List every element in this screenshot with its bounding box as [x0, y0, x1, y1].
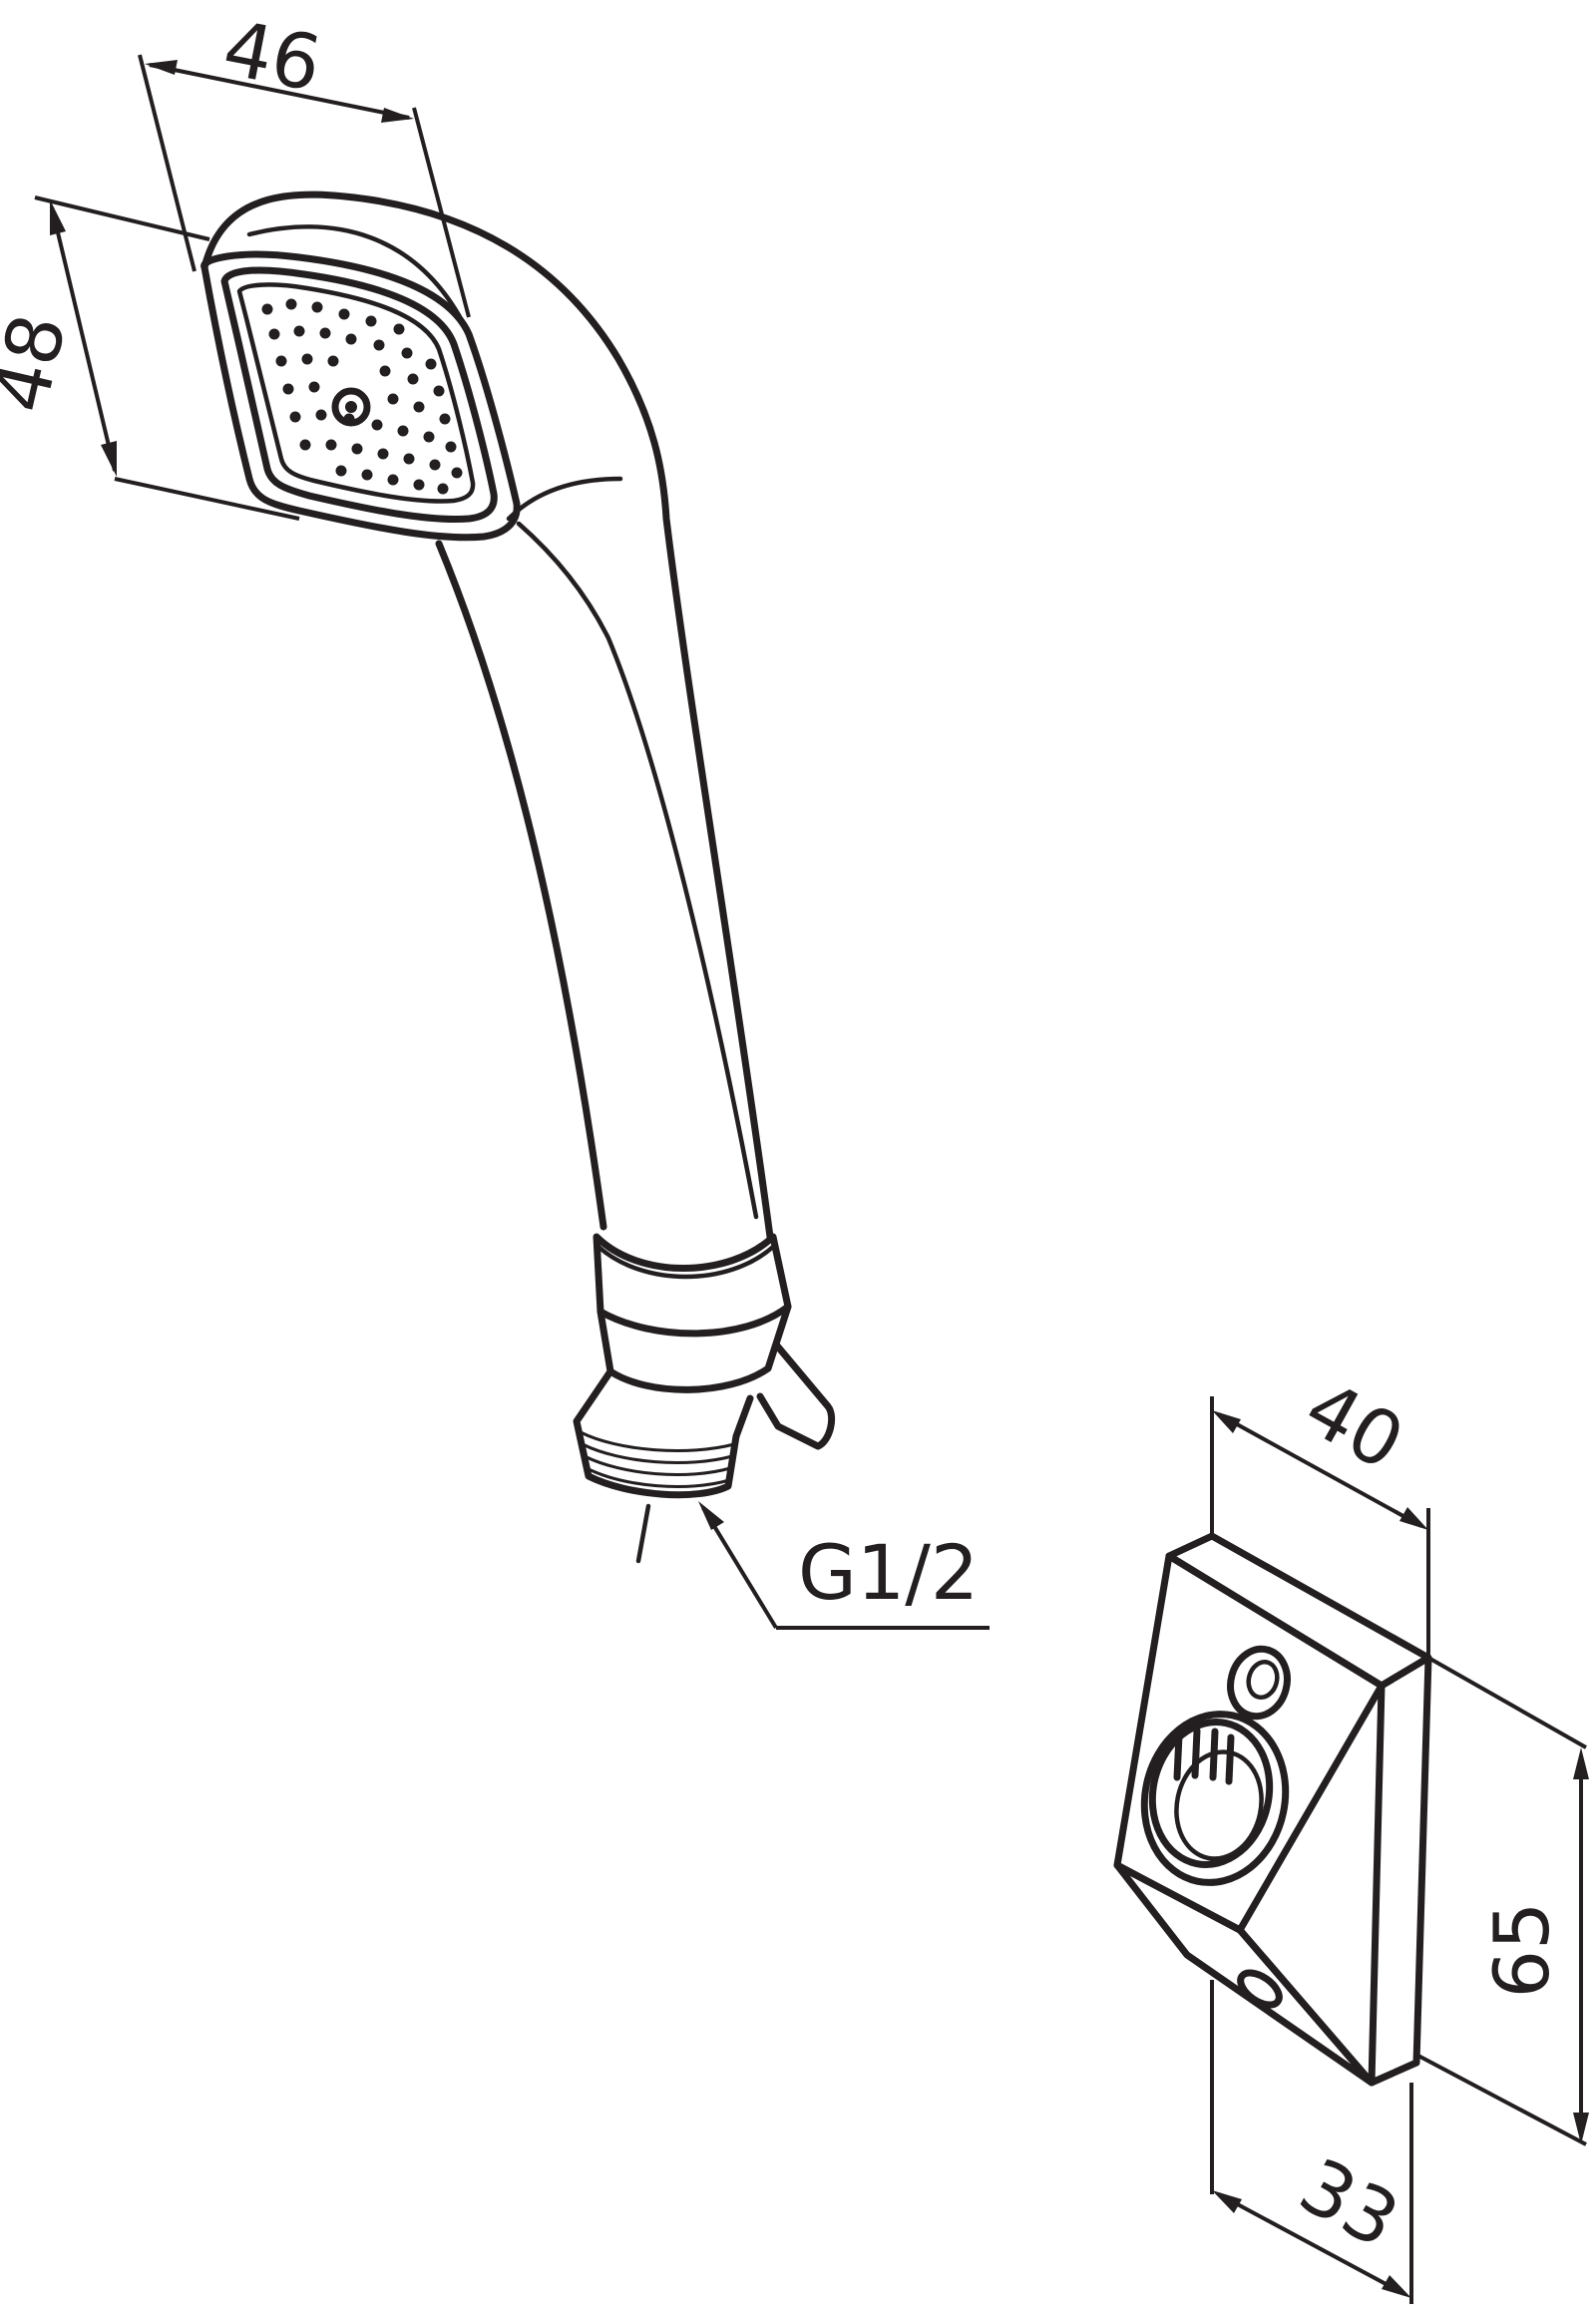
connector-body: [597, 1303, 792, 1393]
hand-shower: [200, 191, 836, 1564]
bracket-holder-outer: [1140, 1711, 1290, 1886]
bracket-side-face: [1368, 1654, 1432, 2087]
wall-bracket: [1113, 1532, 1432, 2087]
bracket-holder-ring: [1148, 1719, 1274, 1868]
dimension-head-height: 48: [0, 195, 300, 521]
connector-collar: [593, 1233, 792, 1338]
bracket-holder-grip-4: [1225, 1734, 1235, 1785]
thread-line-2: [581, 1442, 734, 1464]
spray-center-ring: [331, 387, 371, 427]
spray-center-dot: [345, 401, 357, 413]
bracket-bottom-hole: [1237, 1969, 1283, 2009]
dimension-bracket-height-label: 65: [1477, 1902, 1566, 1999]
thread-line-1: [579, 1430, 736, 1452]
connector-collar-top: [596, 1244, 776, 1280]
thread-line-4: [585, 1466, 731, 1488]
dimension-head-height-label: 48: [0, 306, 83, 420]
bracket-bottom-edge: [1236, 1926, 1376, 2087]
thread-callout: G1/2: [698, 1501, 990, 1630]
dimension-head-width: 46: [138, 3, 471, 318]
dimension-bracket-height: 65: [1415, 1656, 1589, 2146]
spray-face-rim: [220, 266, 498, 523]
dimension-bracket-width: 40: [1210, 1362, 1430, 1658]
bracket-holder-grip-2: [1191, 1727, 1201, 1779]
dimension-bracket-depth-label: 33: [1286, 2140, 1413, 2265]
thread-callout-label: G1/2: [798, 1528, 979, 1617]
bracket-holder-inner: [1174, 1749, 1264, 1861]
bracket-holder-grip-3: [1209, 1728, 1219, 1781]
dimension-bracket-depth: 33: [1210, 1980, 1413, 2304]
dimension-head-width-label: 46: [216, 3, 328, 109]
bracket-screw-inner: [1246, 1659, 1280, 1701]
handle-inner-edge: [516, 521, 759, 1220]
handle-left-edge: [435, 540, 607, 1231]
spray-nozzles: [261, 298, 463, 495]
thread-axis: [635, 1503, 651, 1564]
thread-body: [573, 1367, 754, 1499]
hand-shower-body-outline: [200, 191, 774, 1241]
bracket-screw-outer: [1227, 1645, 1291, 1721]
handle-neck-curve: [506, 476, 623, 522]
connector-tab: [756, 1341, 836, 1450]
spray-face-outer: [200, 250, 521, 542]
bracket-holder-grip-1: [1173, 1732, 1183, 1781]
hand-shower-head-top: [246, 224, 472, 337]
thread-line-3: [583, 1454, 732, 1476]
bracket-top-face: [1165, 1532, 1432, 1690]
spray-plate: [236, 282, 476, 504]
dimension-bracket-width-label: 40: [1291, 1362, 1418, 1487]
